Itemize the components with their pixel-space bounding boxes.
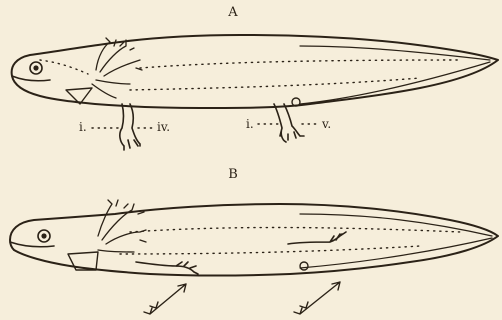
label-fore-digit-i: i.	[79, 120, 87, 134]
figure-b-lateral-line-upper	[130, 228, 460, 233]
figure-b-tail-fin-upper	[300, 214, 492, 236]
figure-a-tail-fin-lower	[300, 62, 490, 104]
figure-a-head-line	[40, 60, 88, 74]
figure-a-fore-limb	[120, 104, 140, 150]
arrow-right	[294, 282, 340, 314]
figure-a-lateral-line-upper	[140, 60, 460, 68]
figure-a-label: A	[227, 5, 238, 20]
figure-b-fore-limb	[136, 262, 198, 274]
figure-b-body-outline	[10, 204, 498, 276]
figure-a-pupil	[33, 65, 38, 70]
figure-a-mouth	[12, 76, 50, 81]
figure-a-digit-labels: i. iv. i. v.	[79, 117, 331, 134]
figure-a-tail-fin-upper	[300, 46, 490, 60]
figure-a: A i.	[12, 5, 498, 150]
figure-b-axolotl	[10, 200, 498, 276]
figure-b-arrows	[144, 282, 340, 314]
figure-a-external-gills	[92, 38, 142, 98]
figure-b-vent	[300, 262, 308, 270]
figure-b-external-gills	[98, 200, 146, 252]
figure-b-mouth	[10, 242, 54, 247]
label-hind-digit-v: v.	[321, 117, 331, 131]
figure-b-hind-limb	[288, 232, 346, 244]
figure-b-pupil	[41, 233, 46, 238]
figure-b-label: B	[228, 167, 238, 182]
figure-b: B	[10, 167, 498, 314]
figure-a-hind-limb	[274, 104, 304, 142]
figure-b-lateral-line-lower	[120, 246, 420, 254]
arrow-left	[144, 284, 186, 314]
figure-a-lateral-line-lower	[130, 78, 420, 90]
label-fore-digit-iv: iv.	[157, 120, 170, 134]
label-hind-digit-i: i.	[246, 117, 254, 131]
